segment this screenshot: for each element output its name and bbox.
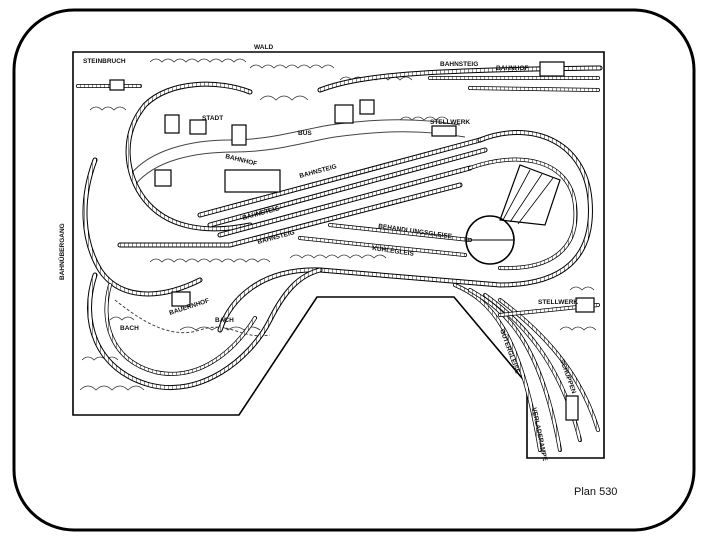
turntable-area — [465, 164, 561, 265]
building-steinbruch — [109, 79, 125, 91]
road-bus-route — [129, 119, 461, 176]
label-stellwerk-top: STELLWERK — [430, 119, 470, 126]
building-schuppen — [565, 395, 579, 421]
stream-bach — [114, 299, 271, 337]
building-stadt-3 — [231, 124, 247, 146]
building-stadt-5 — [334, 104, 354, 124]
layout-board-outline — [72, 51, 605, 459]
label-stadt: STADT — [202, 115, 223, 122]
label-bus: BUS — [298, 130, 312, 137]
labels: WALD STEINBRUCH BAHNSTEIG BAHNHOF STADT … — [57, 44, 578, 462]
label-steinbruch: STEINBRUCH — [83, 58, 126, 65]
roundhouse-fan — [499, 164, 561, 226]
outer-rounded-frame — [12, 8, 696, 532]
label-wald: WALD — [254, 44, 273, 51]
label-bahnhof-mid: BAHNHOF — [225, 153, 258, 168]
plan-caption: Plan 530 — [574, 486, 618, 498]
label-bach-1: BACH — [120, 325, 139, 332]
road-bus-route-edge — [134, 131, 466, 186]
building-stellwerk-low — [575, 297, 595, 313]
buildings — [109, 61, 595, 421]
label-bahnuebergang: BAHNÜBERGANG — [57, 223, 66, 280]
building-bahnhof-top — [539, 61, 565, 77]
building-bauernhof — [171, 291, 191, 307]
tracks — [76, 65, 603, 452]
building-stadt-2 — [189, 119, 207, 135]
building-stadt-4 — [154, 169, 172, 187]
building-stadt-6 — [359, 99, 375, 115]
label-verladerampe: VERLADERAMPE — [530, 407, 548, 462]
building-bahnhof-main — [224, 169, 281, 193]
label-bahnhof-top: BAHNHOF — [496, 65, 529, 72]
label-bahnsteig-top: BAHNSTEIG — [440, 61, 478, 68]
label-bach-2: BACH — [215, 317, 234, 324]
building-stellwerk-top — [431, 125, 457, 137]
label-stellwerk-low: STELLWERK — [538, 299, 578, 306]
building-stadt-1 — [164, 114, 180, 134]
